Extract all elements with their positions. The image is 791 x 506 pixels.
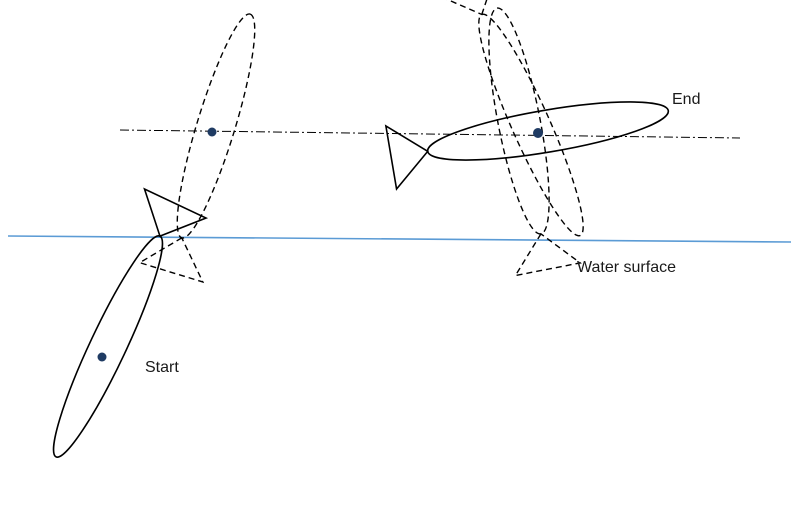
water-surface-line <box>7 235 791 243</box>
start-fish-tail <box>143 187 209 238</box>
intermediate-centroid-dot <box>207 127 217 137</box>
water-surface-label: Water surface <box>577 259 676 276</box>
end-fish-body <box>426 101 670 161</box>
end-fish <box>384 101 670 191</box>
intermediate-fish-3-tail <box>435 0 499 16</box>
start-centroid-dot <box>97 352 107 362</box>
start-fish-body <box>52 235 164 458</box>
end-fish-tail <box>384 124 429 191</box>
intermediate-fish-3-body <box>478 13 584 237</box>
trajectory-line <box>119 129 741 139</box>
intermediate-fish-2 <box>488 7 582 277</box>
intermediate-fish-1-tail <box>137 236 205 284</box>
intermediate-fish-1-body <box>176 13 256 239</box>
start-fish <box>52 187 209 458</box>
intermediate-fish-2-tail <box>513 232 582 277</box>
intermediate-fish-3 <box>435 0 584 237</box>
end-centroid-dot <box>533 128 543 138</box>
intermediate-fish-1 <box>137 13 256 284</box>
start-label: Start <box>145 359 179 376</box>
intermediate-fish-2-body <box>488 7 550 235</box>
end-label: End <box>672 91 700 108</box>
